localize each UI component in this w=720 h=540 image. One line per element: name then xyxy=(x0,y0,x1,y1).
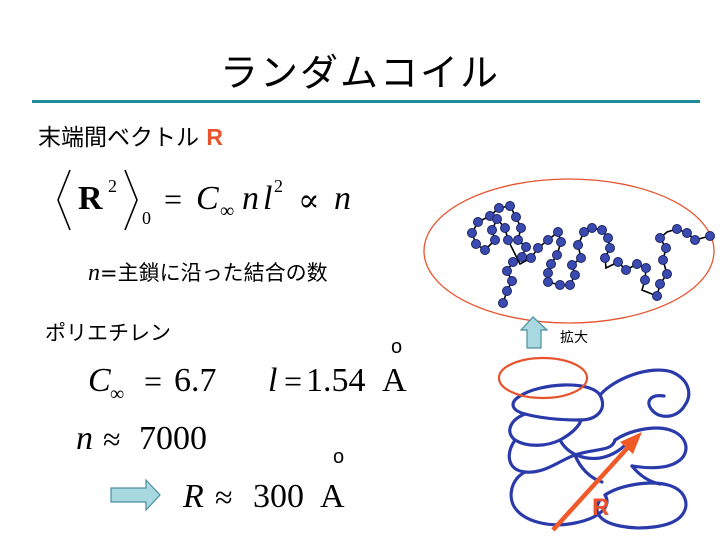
eq-exp-2: 2 xyxy=(108,176,117,196)
slide-title: ランダムコイル xyxy=(219,51,500,95)
vector-label: R xyxy=(592,494,610,521)
bond-unit: A xyxy=(382,362,407,399)
eq-n: n xyxy=(242,180,259,217)
definition-note: n=主鎖に沿った結合の数 xyxy=(88,257,328,287)
napprox-value: 7000 xyxy=(139,420,207,457)
bond-value: 1.54 xyxy=(306,362,366,399)
eq-l: l xyxy=(263,180,273,217)
zoom-ellipse xyxy=(423,178,715,324)
rapprox-value: 300 xyxy=(253,478,304,515)
subheading: 末端間ベクトル R xyxy=(38,118,223,152)
note-text: =主鎖に沿った結合の数 xyxy=(100,261,328,285)
eq-equals: = xyxy=(164,181,183,217)
bond-eq: = xyxy=(284,363,303,399)
napprox-n: n xyxy=(76,420,93,457)
subheading-symbol: R xyxy=(206,124,223,150)
cinf-C: C xyxy=(88,362,111,399)
rapprox-unit-ring: o xyxy=(333,446,345,468)
coil-zoom-region xyxy=(497,356,589,400)
eq-R: R xyxy=(78,180,103,217)
subheading-text: 末端間ベクトル xyxy=(38,125,199,151)
zoom-arrow xyxy=(519,316,549,349)
eq-exp-l: 2 xyxy=(274,176,283,196)
zoom-label: 拡大 xyxy=(560,330,588,346)
eq-sub-0: 0 xyxy=(142,208,151,228)
title-divider xyxy=(32,100,700,103)
cinf-eq: = xyxy=(144,363,163,399)
bond-unit-ring: o xyxy=(391,336,403,358)
note-var: n xyxy=(88,260,100,286)
section-heading: ポリエチレン xyxy=(45,321,171,345)
eq-C: C xyxy=(196,180,219,217)
cinf-value: 6.7 xyxy=(174,362,217,399)
eq-n-last: n xyxy=(334,180,351,217)
eq-inf: ∞ xyxy=(220,200,235,222)
eq-prop: ∝ xyxy=(298,182,320,218)
napprox-sym: ≈ xyxy=(103,421,121,457)
rapprox-sym: ≈ xyxy=(215,479,233,515)
vector-arrowhead xyxy=(620,432,642,454)
rapprox-R: R xyxy=(183,478,204,515)
cinf-inf: ∞ xyxy=(110,383,125,405)
bond-l: l xyxy=(268,362,278,399)
rapprox-unit: A xyxy=(320,478,345,515)
